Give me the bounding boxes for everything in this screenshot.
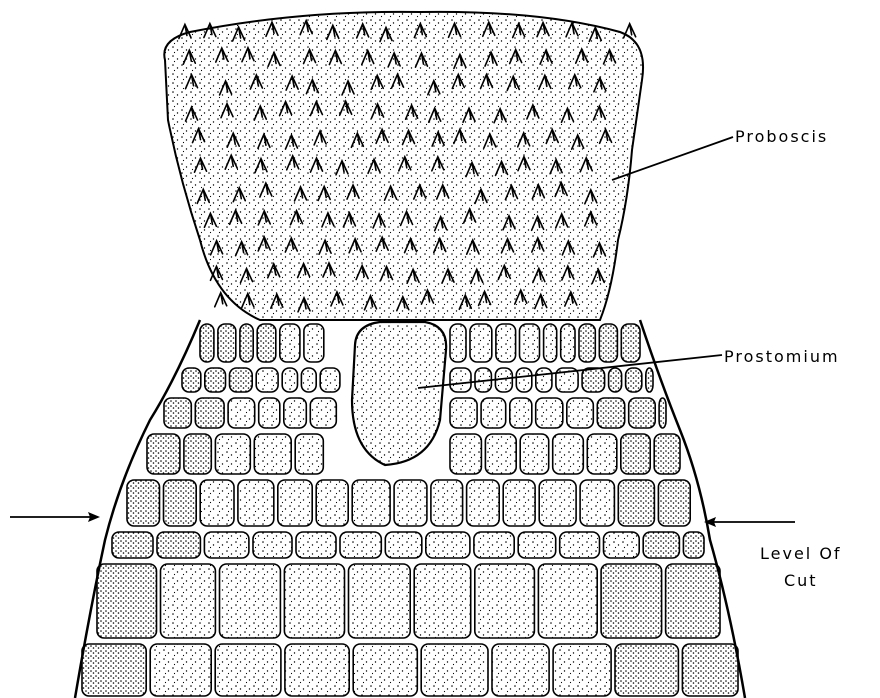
- level-of-cut-line1: Level Of: [760, 540, 842, 567]
- prostomium-label: Prostomium: [724, 347, 840, 366]
- prostomium-shape: [352, 322, 446, 465]
- proboscis-shape: [164, 12, 643, 320]
- proboscis-label: Proboscis: [735, 127, 828, 146]
- left-arrow: [10, 512, 100, 522]
- level-of-cut-label: Level Of Cut: [760, 540, 842, 594]
- level-of-cut-line2: Cut: [760, 567, 842, 594]
- right-arrow: [704, 517, 795, 527]
